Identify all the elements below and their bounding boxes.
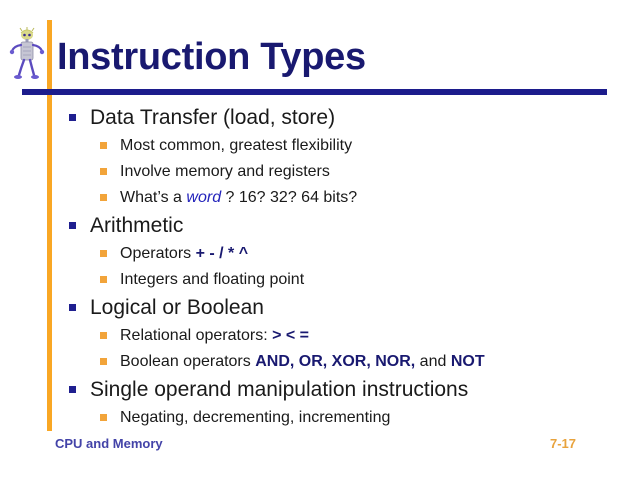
bullet-level2-label: Most common, greatest flexibility [120, 137, 352, 154]
footer-deck-label: CPU and Memory [55, 436, 163, 451]
bullet-square-navy-icon [69, 304, 76, 311]
plain-text: and [415, 353, 451, 370]
bullet-level2: Operators + - / * ^ [90, 241, 630, 267]
bullet-square-orange-icon [100, 250, 107, 257]
bullet-level2-label: Negating, decrementing, incrementing [120, 409, 390, 426]
bullet-level1-label: Data Transfer (load, store) [90, 106, 336, 129]
page-title: Instruction Types [57, 36, 366, 78]
bullet-list-level2: Relational operators: > < = Boolean opera… [90, 323, 630, 375]
bullet-level2: Most common, greatest flexibility [90, 133, 630, 159]
bullet-level2: Negating, decrementing, incrementing [90, 405, 630, 431]
accent-bar-vertical [47, 20, 52, 431]
bullet-square-orange-icon [100, 168, 107, 175]
plain-text: Integers and floating point [120, 271, 305, 288]
bullet-level2-label: Boolean operators AND, OR, XOR, NOR, and… [120, 353, 485, 370]
bullet-square-orange-icon [100, 142, 107, 149]
bullet-list-container: Data Transfer (load, store) Most common, … [60, 103, 630, 431]
bullet-square-orange-icon [100, 194, 107, 201]
bullet-list-level2: Operators + - / * ^ Integers and floating… [90, 241, 630, 293]
bullet-square-navy-icon [69, 386, 76, 393]
plain-text: Boolean operators [120, 353, 256, 370]
bullet-level2: Boolean operators AND, OR, XOR, NOR, and… [90, 349, 630, 375]
bullet-square-orange-icon [100, 332, 107, 339]
bullet-list-level2: Negating, decrementing, incrementing [90, 405, 630, 431]
emphasized-text: NOT [450, 353, 485, 370]
bullet-level1-label: Logical or Boolean [90, 296, 264, 319]
plain-text: What’s a [120, 189, 187, 206]
emphasized-text: > < = [272, 327, 310, 344]
plain-text: Negating, decrementing, incrementing [120, 409, 391, 426]
bullet-square-orange-icon [100, 358, 107, 365]
bullet-level2: What’s a word ? 16? 32? 64 bits? [90, 185, 630, 211]
bullet-level1-label: Single operand manipulation instructions [90, 378, 469, 401]
bullet-square-navy-icon [69, 222, 76, 229]
bullet-level2-label: Integers and floating point [120, 271, 304, 288]
emphasized-text: + - / * ^ [195, 245, 249, 262]
bullet-level2-label: What’s a word ? 16? 32? 64 bits? [120, 189, 357, 206]
bullet-level1: Arithmetic [60, 211, 630, 241]
plain-text: Operators [120, 245, 196, 262]
plain-text: Most common, greatest flexibility [120, 137, 353, 154]
bullet-square-orange-icon [100, 276, 107, 283]
bullet-level1-label: Arithmetic [90, 214, 184, 237]
bullet-level2-label: Relational operators: > < = [120, 327, 309, 344]
title-divider-rule [22, 89, 607, 95]
robot-mascot-icon [9, 27, 45, 79]
slide-footer: CPU and Memory 7-17 [0, 436, 638, 460]
emphasized-text: word [186, 189, 222, 206]
bullet-level2-label: Operators + - / * ^ [120, 245, 248, 262]
bullet-square-orange-icon [100, 414, 107, 421]
footer-page-number: 7-17 [549, 436, 576, 451]
bullet-level1: Logical or Boolean [60, 293, 630, 323]
bullet-square-navy-icon [69, 114, 76, 121]
plain-text: ? 16? 32? 64 bits? [221, 189, 358, 206]
bullet-level2: Involve memory and registers [90, 159, 630, 185]
plain-text: Involve memory and registers [120, 163, 330, 180]
bullet-level2: Relational operators: > < = [90, 323, 630, 349]
bullet-level2: Integers and floating point [90, 267, 630, 293]
bullet-list-level1: Data Transfer (load, store) Most common, … [60, 103, 630, 431]
bullet-level2-label: Involve memory and registers [120, 163, 330, 180]
plain-text: Relational operators: [120, 327, 273, 344]
bullet-level1: Data Transfer (load, store) [60, 103, 630, 133]
emphasized-text: AND, OR, XOR, NOR, [255, 353, 416, 370]
bullet-level1: Single operand manipulation instructions [60, 375, 630, 405]
